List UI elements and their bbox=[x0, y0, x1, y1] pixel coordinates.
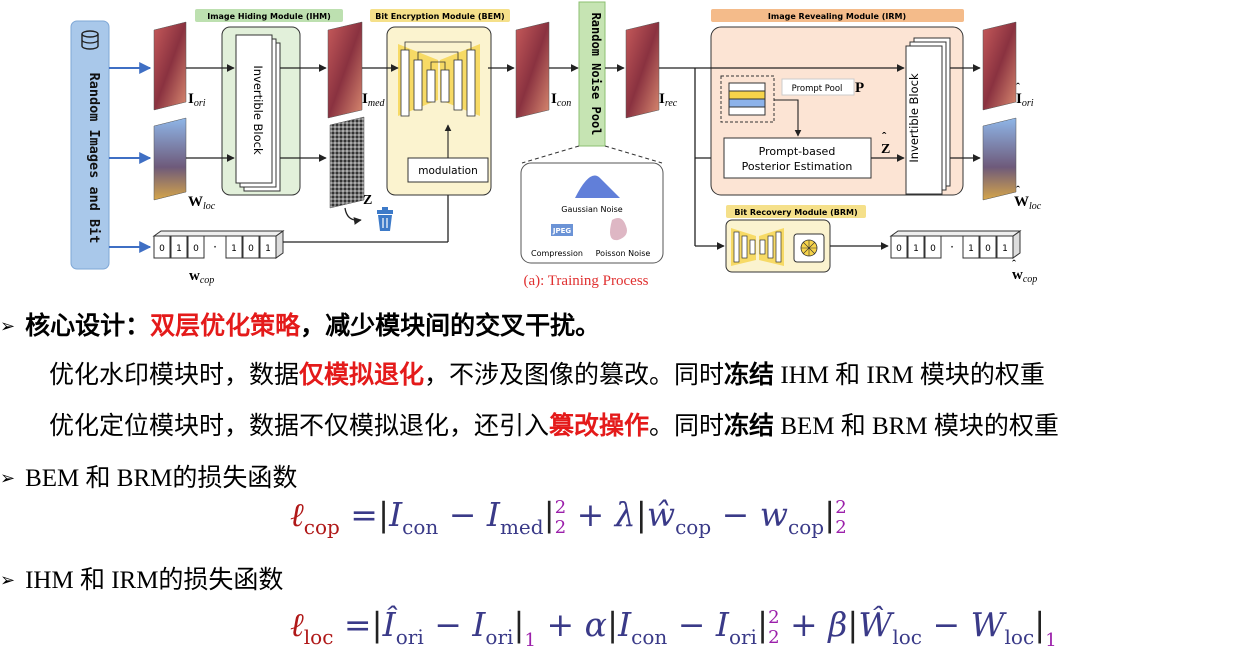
training-process-diagram: Random Images and Bit Iori Wloc 0 1 0 · … bbox=[70, 1, 1042, 289]
svg-text:Wloc: Wloc bbox=[188, 194, 216, 212]
bullet-bem-brm-loss: ➢BEM 和 BRM的损失函数 bbox=[0, 465, 298, 492]
svg-text:P: P bbox=[855, 80, 864, 96]
svg-text:0: 0 bbox=[248, 244, 254, 254]
line-watermark-optimization: 优化水印模块时，数据仅模拟退化，不涉及图像的篡改。同时冻结 IHM 和 IRM … bbox=[49, 362, 1045, 389]
svg-text:Prompt Pool: Prompt Pool bbox=[792, 84, 843, 94]
svg-text:1: 1 bbox=[265, 244, 271, 254]
image-i-med bbox=[327, 21, 363, 119]
svg-text:Gaussian Noise: Gaussian Noise bbox=[561, 205, 623, 214]
svg-text:Invertible Block: Invertible Block bbox=[251, 65, 265, 155]
svg-text:Icon: Icon bbox=[551, 91, 571, 109]
svg-text:Wloc: Wloc bbox=[1014, 194, 1042, 212]
svg-text:Bit Recovery Module (BRM): Bit Recovery Module (BRM) bbox=[734, 208, 857, 217]
image-i-rec bbox=[625, 21, 660, 119]
svg-text:wcop: wcop bbox=[1012, 267, 1037, 285]
svg-text:1: 1 bbox=[176, 244, 182, 254]
database-icon bbox=[81, 30, 99, 50]
svg-text:Poisson Noise: Poisson Noise bbox=[596, 249, 651, 258]
svg-text:modulation: modulation bbox=[418, 165, 477, 177]
latent-z-noise bbox=[329, 116, 365, 209]
bit-sequence-right: 0 1 0 · 1 0 1 bbox=[889, 230, 1022, 259]
svg-text:Z: Z bbox=[363, 193, 372, 208]
svg-text:ˆ: ˆ bbox=[1016, 80, 1020, 94]
svg-text:0: 0 bbox=[193, 244, 199, 254]
svg-text:ˆ: ˆ bbox=[1016, 183, 1020, 197]
bullet-marker: ➢ bbox=[0, 316, 16, 337]
svg-text:Image Revealing Module (IRM): Image Revealing Module (IRM) bbox=[768, 12, 906, 21]
svg-text:Invertible Block: Invertible Block bbox=[907, 73, 921, 163]
image-w-loc-hat bbox=[982, 117, 1017, 201]
svg-text:Iori: Iori bbox=[188, 91, 206, 109]
bullet-core-design: ➢核心设计：双层优化策略，减少模块间的交叉干扰。 bbox=[0, 313, 601, 340]
svg-text:0: 0 bbox=[159, 244, 165, 254]
image-i-ori bbox=[153, 21, 187, 111]
left-bar-label: Random Images and Bit bbox=[86, 73, 102, 244]
svg-text:ˆ: ˆ bbox=[1012, 257, 1016, 271]
svg-text:·: · bbox=[213, 240, 217, 254]
svg-text:Image Hiding Module (IHM): Image Hiding Module (IHM) bbox=[207, 12, 331, 21]
bullet-ihm-irm-loss: ➢IHM 和 IRM的损失函数 bbox=[0, 567, 284, 594]
trash-icon bbox=[377, 207, 393, 231]
bit-sequence-left: 0 1 0 · 1 0 1 bbox=[152, 230, 285, 259]
random-noise-pool: Random Noise Pool Gaussian Noise JPEG Co… bbox=[520, 1, 664, 264]
svg-text:·: · bbox=[950, 240, 954, 254]
svg-text:Bit Encryption Module (BEM): Bit Encryption Module (BEM) bbox=[375, 12, 504, 21]
line-localization-optimization: 优化定位模块时，数据不仅模拟退化，还引入篡改操作。同时冻结 BEM 和 BRM … bbox=[49, 413, 1059, 440]
svg-text:0: 0 bbox=[930, 244, 936, 254]
image-w-loc bbox=[153, 117, 187, 201]
irm-module: Image Revealing Module (IRM) Prompt Pool… bbox=[710, 9, 964, 196]
svg-text:JPEG: JPEG bbox=[552, 227, 572, 235]
brm-module: Bit Recovery Module (BRM) bbox=[725, 205, 866, 273]
svg-text:1: 1 bbox=[1002, 244, 1008, 254]
diagram-caption: (a): Training Process bbox=[524, 273, 649, 289]
svg-text:Posterior Estimation: Posterior Estimation bbox=[742, 160, 853, 173]
svg-text:Irec: Irec bbox=[659, 91, 678, 109]
svg-text:Prompt-based: Prompt-based bbox=[759, 145, 836, 158]
svg-text:Iori: Iori bbox=[1016, 91, 1034, 109]
svg-text:1: 1 bbox=[968, 244, 974, 254]
bem-module: Bit Encryption Module (BEM) modulation bbox=[370, 9, 510, 196]
random-images-and-bit-bar: Random Images and Bit bbox=[70, 20, 110, 270]
svg-text:Compression: Compression bbox=[531, 249, 583, 258]
svg-text:1: 1 bbox=[231, 244, 237, 254]
svg-text:1: 1 bbox=[913, 244, 919, 254]
image-i-con bbox=[515, 21, 550, 119]
image-i-ori-hat bbox=[982, 21, 1017, 111]
ihm-module: Image Hiding Module (IHM) Invertible Blo… bbox=[195, 9, 343, 196]
svg-text:Z: Z bbox=[881, 142, 890, 157]
svg-text:Imed: Imed bbox=[362, 91, 386, 109]
svg-text:0: 0 bbox=[985, 244, 991, 254]
svg-text:Random Noise Pool: Random Noise Pool bbox=[589, 13, 603, 136]
svg-text:0: 0 bbox=[896, 244, 902, 254]
svg-text:wcop: wcop bbox=[189, 268, 214, 286]
svg-text:ˆ: ˆ bbox=[882, 129, 887, 144]
